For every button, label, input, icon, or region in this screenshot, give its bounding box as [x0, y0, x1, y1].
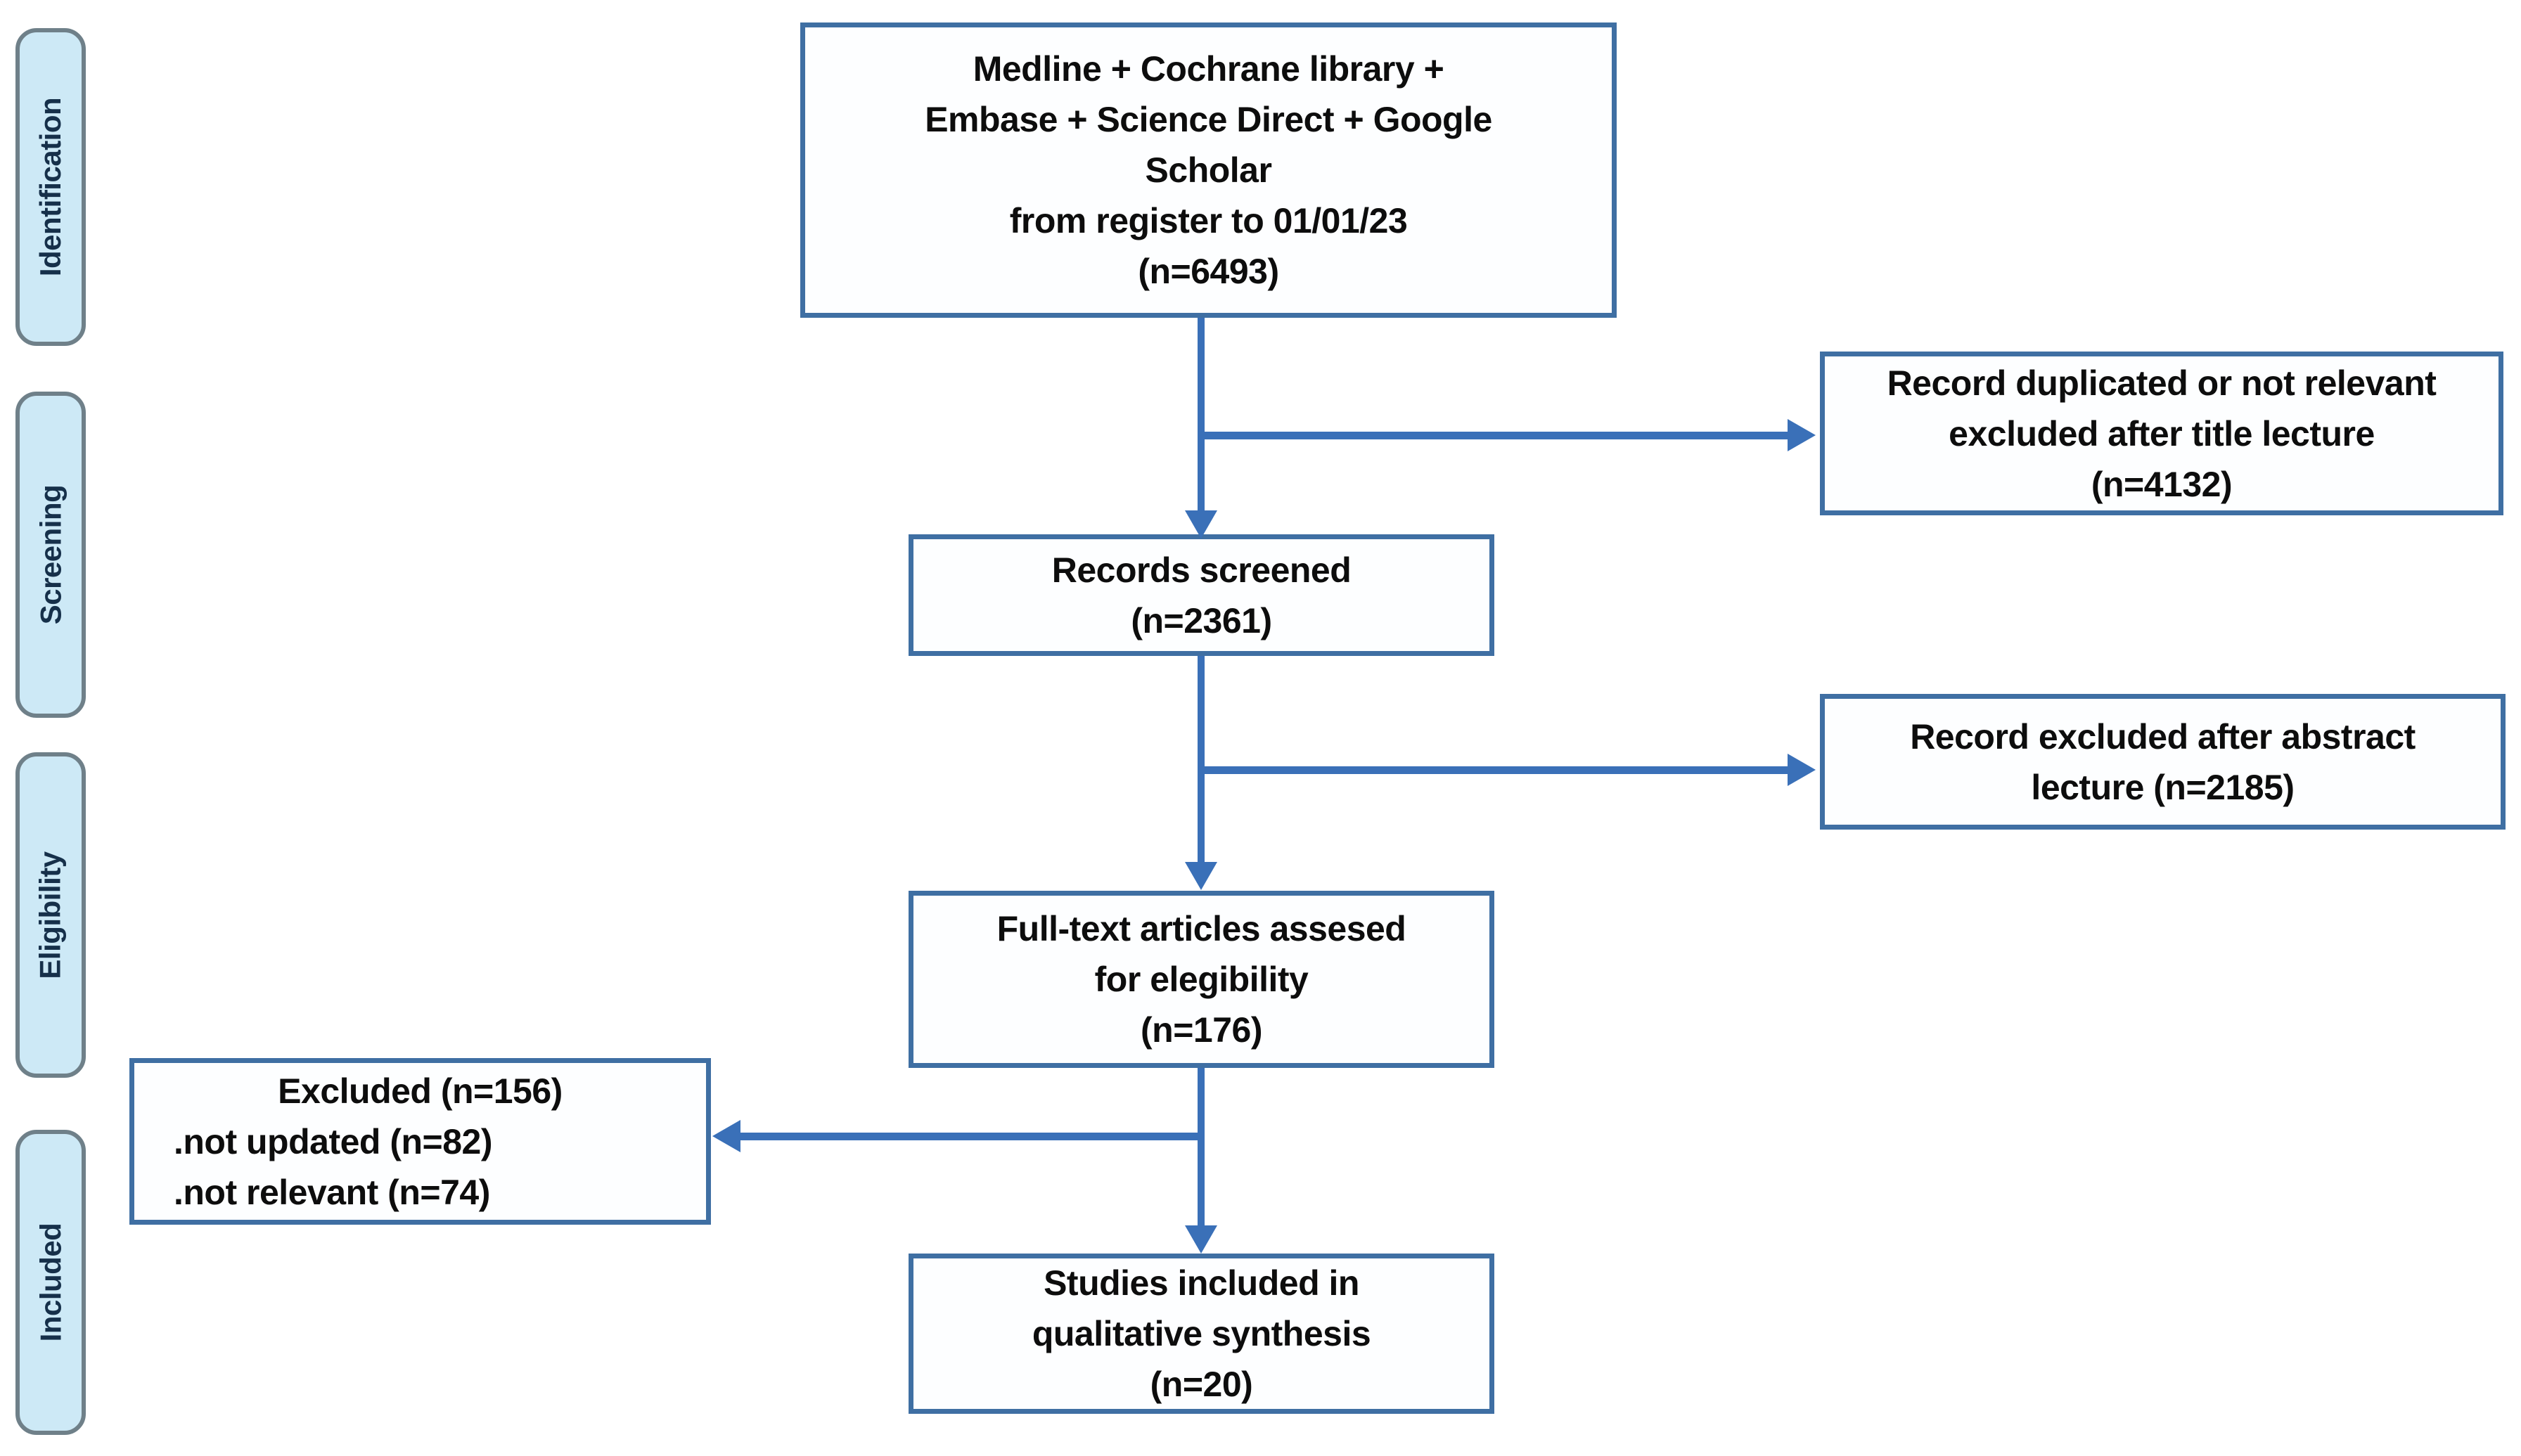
arrow-branch-to-fulltext-excluded: [740, 1133, 1201, 1140]
box-excluded-after-title: Record duplicated or not relevant exclud…: [1820, 352, 2503, 515]
box-records-screened: Records screened (n=2361): [909, 534, 1494, 656]
box-excluded-after-abstract: Record excluded after abstract lecture (…: [1820, 694, 2506, 830]
stage-label-included: Included: [34, 1223, 67, 1342]
stage-label-identification: Identification: [34, 97, 67, 277]
box-text-line: from register to 01/01/23: [1009, 201, 1408, 240]
box-text-line: (n=4132): [2091, 464, 2233, 504]
stage-label-screening: Screening: [34, 484, 68, 625]
box-text-line: (n=2361): [1131, 600, 1272, 640]
box-text-line: lecture (n=2185): [2031, 767, 2295, 807]
box-text-line: Studies included in: [1044, 1263, 1359, 1303]
box-fulltext-assessed: Full-text articles assesed for elegibili…: [909, 891, 1494, 1068]
box-records-identified: Medline + Cochrane library + Embase + Sc…: [800, 22, 1617, 318]
box-text-line: .not updated (n=82): [174, 1121, 493, 1161]
arrowhead-down-icon: [1185, 510, 1217, 539]
stage-tab-identification: Identification: [15, 28, 86, 346]
box-text-line: Record duplicated or not relevant: [1887, 363, 2437, 403]
box-studies-included: Studies included in qualitative synthesi…: [909, 1254, 1494, 1414]
arrow-screened-to-fulltext: [1198, 656, 1205, 863]
box-text-line: Medline + Cochrane library +: [973, 49, 1444, 89]
stage-tab-screening: Screening: [15, 392, 86, 718]
box-text-line: (n=20): [1150, 1365, 1253, 1404]
box-text-line: Full-text articles assesed: [996, 909, 1406, 948]
box-text-line: Excluded (n=156): [278, 1071, 563, 1111]
arrow-identified-to-screened: [1198, 318, 1205, 513]
stage-tab-included: Included: [15, 1130, 86, 1435]
arrowhead-down-icon: [1185, 1225, 1217, 1254]
box-text-line: (n=176): [1141, 1010, 1262, 1050]
box-fulltext-excluded: Excluded (n=156) .not updated (n=82) .no…: [129, 1058, 711, 1225]
stage-label-eligibility: Eligibility: [34, 851, 67, 979]
box-text-line: .not relevant (n=74): [174, 1172, 490, 1212]
box-text-line: qualitative synthesis: [1032, 1314, 1371, 1353]
stage-tab-eligibility: Eligibility: [15, 752, 86, 1078]
box-text-line: excluded after title lecture: [1949, 413, 2375, 453]
arrow-branch-to-title-excluded: [1198, 432, 1789, 439]
arrowhead-left-icon: [712, 1120, 740, 1152]
arrow-branch-to-abstract-excluded: [1198, 766, 1789, 774]
box-text-line: Record excluded after abstract: [1910, 716, 2416, 756]
arrow-fulltext-to-studies: [1198, 1068, 1205, 1228]
box-text-line: Records screened: [1051, 550, 1352, 590]
arrowhead-down-icon: [1185, 862, 1217, 890]
arrowhead-right-icon: [1788, 754, 1816, 786]
box-text-line: Embase + Science Direct + Google: [925, 100, 1492, 139]
box-text-line: (n=6493): [1138, 252, 1279, 291]
box-text-line: for elegibility: [1094, 960, 1309, 999]
arrowhead-right-icon: [1788, 419, 1816, 451]
box-text-line: Scholar: [1145, 150, 1272, 190]
